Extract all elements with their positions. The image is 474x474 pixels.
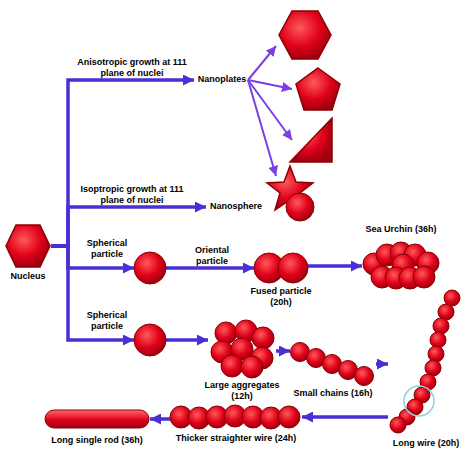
spherical-particle: Spherical particle <box>134 324 166 356</box>
large-aggregates-outline <box>208 320 276 378</box>
particle-ball <box>278 406 300 428</box>
node-label: Nanoplates <box>194 74 250 85</box>
node-label: Nanosphere <box>206 201 266 212</box>
plate-arrows <box>248 46 292 176</box>
hexagon-nanoplate <box>279 11 331 59</box>
particle-ball <box>433 318 449 334</box>
particle-ball <box>278 253 308 283</box>
node-label: Sea Urchin (36h) <box>351 224 451 235</box>
fused-particle: Fused particle (20h) <box>254 253 308 283</box>
pentagon-nanoplate <box>296 68 340 110</box>
growth-arrow <box>51 80 194 246</box>
growth-arrow <box>276 349 290 353</box>
particle-ball <box>252 327 274 349</box>
growth-arrow <box>308 264 362 268</box>
triangle-nanoplate <box>290 118 332 162</box>
large-aggregates: Large aggregates (12h) <box>208 320 276 378</box>
particle-ball <box>390 417 406 433</box>
thicker-wire: Thicker straighter wire (24h) <box>170 405 302 429</box>
product-label: Nanosphere <box>206 200 266 214</box>
long-wire: Long wire (20h) <box>388 288 464 434</box>
fused-particle-outline <box>254 253 308 283</box>
particle-ball <box>430 332 446 348</box>
growth-arrow <box>150 417 170 421</box>
node-label: Large aggregates (12h) <box>194 380 290 401</box>
node-label: Small chains (16h) <box>281 388 385 399</box>
node-label: Spherical particle <box>80 310 134 331</box>
node-label: Nucleus <box>0 271 57 282</box>
small-chain-outline <box>290 342 376 386</box>
highlight-ring <box>404 386 434 416</box>
spherical-particle-outline <box>134 252 166 284</box>
long-wire-outline <box>388 288 464 434</box>
particle-ball <box>221 355 243 377</box>
node-label: Long single rod (36h) <box>37 435 157 446</box>
particle-ball <box>215 322 237 344</box>
thicker-wire-outline <box>170 405 302 429</box>
node-label: Long wire (20h) <box>378 438 474 449</box>
particle-ball <box>355 367 374 386</box>
plate-arrow <box>248 46 276 80</box>
node-label: Thicker straighter wire (24h) <box>151 433 321 444</box>
growth-arrow <box>166 338 208 342</box>
nanosphere-ball <box>286 193 314 221</box>
growth-arrow <box>302 415 388 419</box>
spherical-particle-outline <box>134 324 166 356</box>
node-label: Fused particle (20h) <box>241 286 321 307</box>
sea-urchin-cluster: Sea Urchin (36h) <box>362 242 440 290</box>
sea-urchin-cluster-outline <box>362 242 440 290</box>
hexagon-shape <box>6 225 50 267</box>
particle-ball <box>241 356 263 378</box>
particle-ball <box>413 266 435 288</box>
growth-arrow <box>376 362 388 366</box>
plate-arrow <box>248 80 276 176</box>
spherical-particle: Spherical particle <box>134 252 166 284</box>
node-label: Spherical particle <box>80 238 134 259</box>
particle-ball <box>134 324 166 356</box>
nucleus-hexagon-outline <box>5 224 51 268</box>
growth-arrow <box>51 246 134 340</box>
single-rod-outline <box>44 409 150 429</box>
edge-label: Oriental particle <box>180 245 244 266</box>
product-label: Nanoplates <box>194 73 250 87</box>
small-chain: Small chains (16h) <box>290 342 376 386</box>
edge-label: Isoptropic growth at 111 plane of nuclei <box>70 184 194 205</box>
nucleus-hexagon: Nucleus <box>5 224 51 268</box>
growth-arrow <box>51 207 206 246</box>
plate-arrow <box>248 80 292 140</box>
rod-shape <box>45 410 149 428</box>
particle-ball <box>428 346 444 362</box>
growth-arrow <box>166 266 254 270</box>
particle-ball <box>134 252 166 284</box>
single-rod: Long single rod (36h) <box>44 409 150 429</box>
edge-label: Anisotropic growth at 111 plane of nucle… <box>70 57 194 78</box>
